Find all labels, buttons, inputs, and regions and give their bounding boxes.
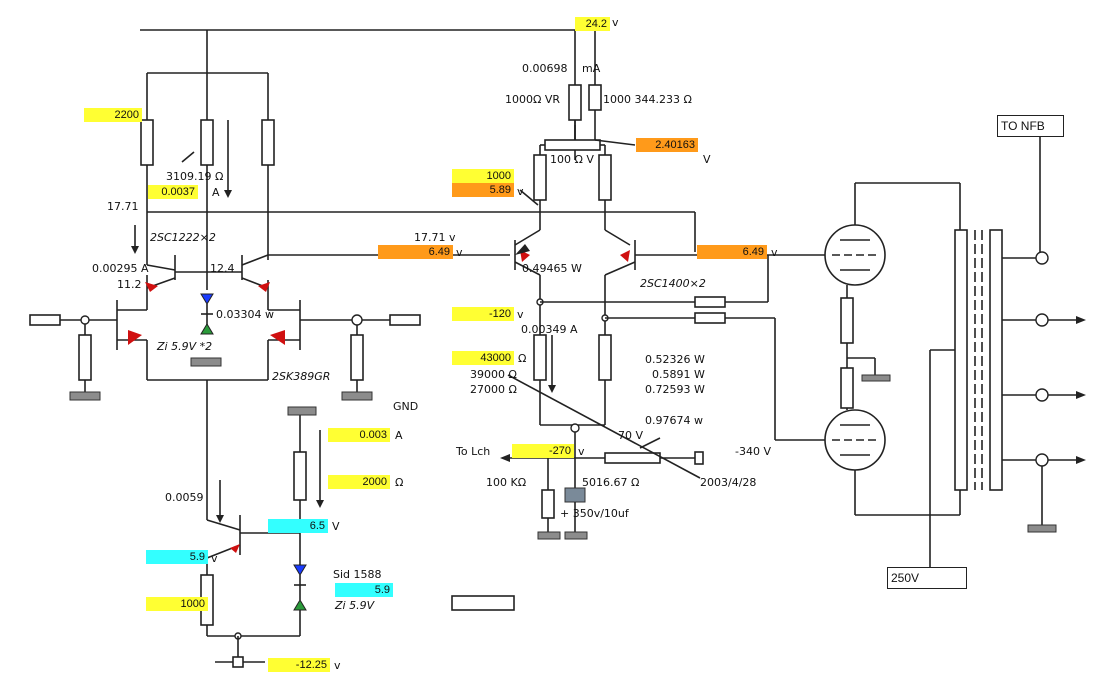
box-v-6-49-left: 6.49 (378, 245, 453, 259)
box-v-2-40163: 2.40163 (636, 138, 698, 152)
box-v-neg12-25: -12.25 (268, 658, 330, 672)
box-r-1000: 1000 (452, 169, 514, 183)
box-supply-voltage: 24.2 (575, 17, 610, 31)
box-v-6-49-right: 6.49 (697, 245, 767, 259)
box-r-2000: 2000 (328, 475, 390, 489)
box-r-2200: 2200 (84, 108, 142, 122)
box-v-5-9-left: 5.9 (146, 550, 208, 564)
box-to-nfb: TO NFB (997, 115, 1064, 137)
box-v-6-5: 6.5 (268, 519, 328, 533)
box-i-0-003: 0.003 (328, 428, 390, 442)
box-250v: 250V (887, 567, 967, 589)
box-v-5-89: 5.89 (452, 183, 514, 197)
box-v-neg270: -270 (512, 444, 574, 458)
box-v-neg120: -120 (452, 307, 514, 321)
box-current-0037: 0.0037 (148, 185, 198, 199)
box-r-43000: 43000 (452, 351, 514, 365)
box-r-1000-bottom: 1000 (146, 597, 208, 611)
box-v-5-9-zener: 5.9 (335, 583, 393, 597)
